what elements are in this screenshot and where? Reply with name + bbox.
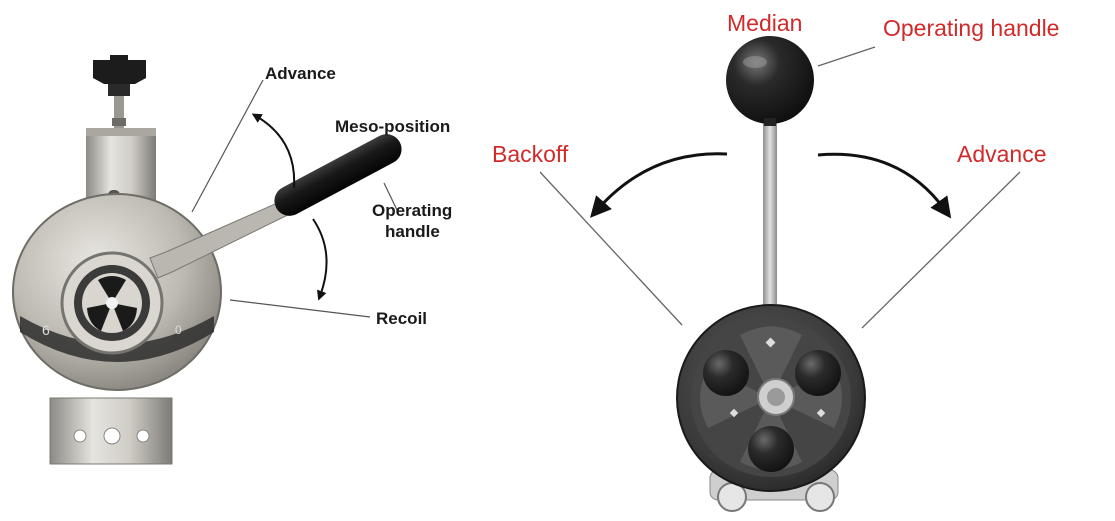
advance-direction-arrow-right [817,152,952,219]
leader-operating-handle-right [817,46,876,67]
label-backoff: Backoff [492,141,569,167]
label-advance-right: Advance [957,141,1047,167]
label-operating-handle-left-line1: Operating [372,201,452,220]
label-operating-handle-right: Operating handle [883,15,1059,41]
top-knob [93,55,146,130]
label-advance-left: Advance [265,64,336,83]
leader-backoff [539,171,683,326]
label-meso-position: Meso-position [335,117,450,136]
svg-text:0: 0 [175,323,182,337]
operating-handle-grip [274,134,402,216]
left-device-illustration: 6 0 [12,55,402,465]
upper-cylinder [86,128,156,210]
right-device-illustration [676,36,866,512]
advance-direction-arrow [251,113,296,189]
svg-text:6: 6 [42,322,50,338]
leader-advance-right [861,171,1021,329]
label-recoil: Recoil [376,309,427,328]
backoff-direction-arrow [590,152,728,218]
recoil-direction-arrow [312,218,328,301]
leader-advance [191,79,264,213]
leader-recoil [229,299,371,318]
label-median: Median [727,10,802,36]
leader-operating-handle [383,182,399,213]
label-operating-handle-left-line2: handle [385,222,440,241]
handle-rod [763,96,777,318]
left-leader-lines [191,79,399,318]
handle-knob [726,36,814,124]
right-leader-lines [539,46,1021,329]
